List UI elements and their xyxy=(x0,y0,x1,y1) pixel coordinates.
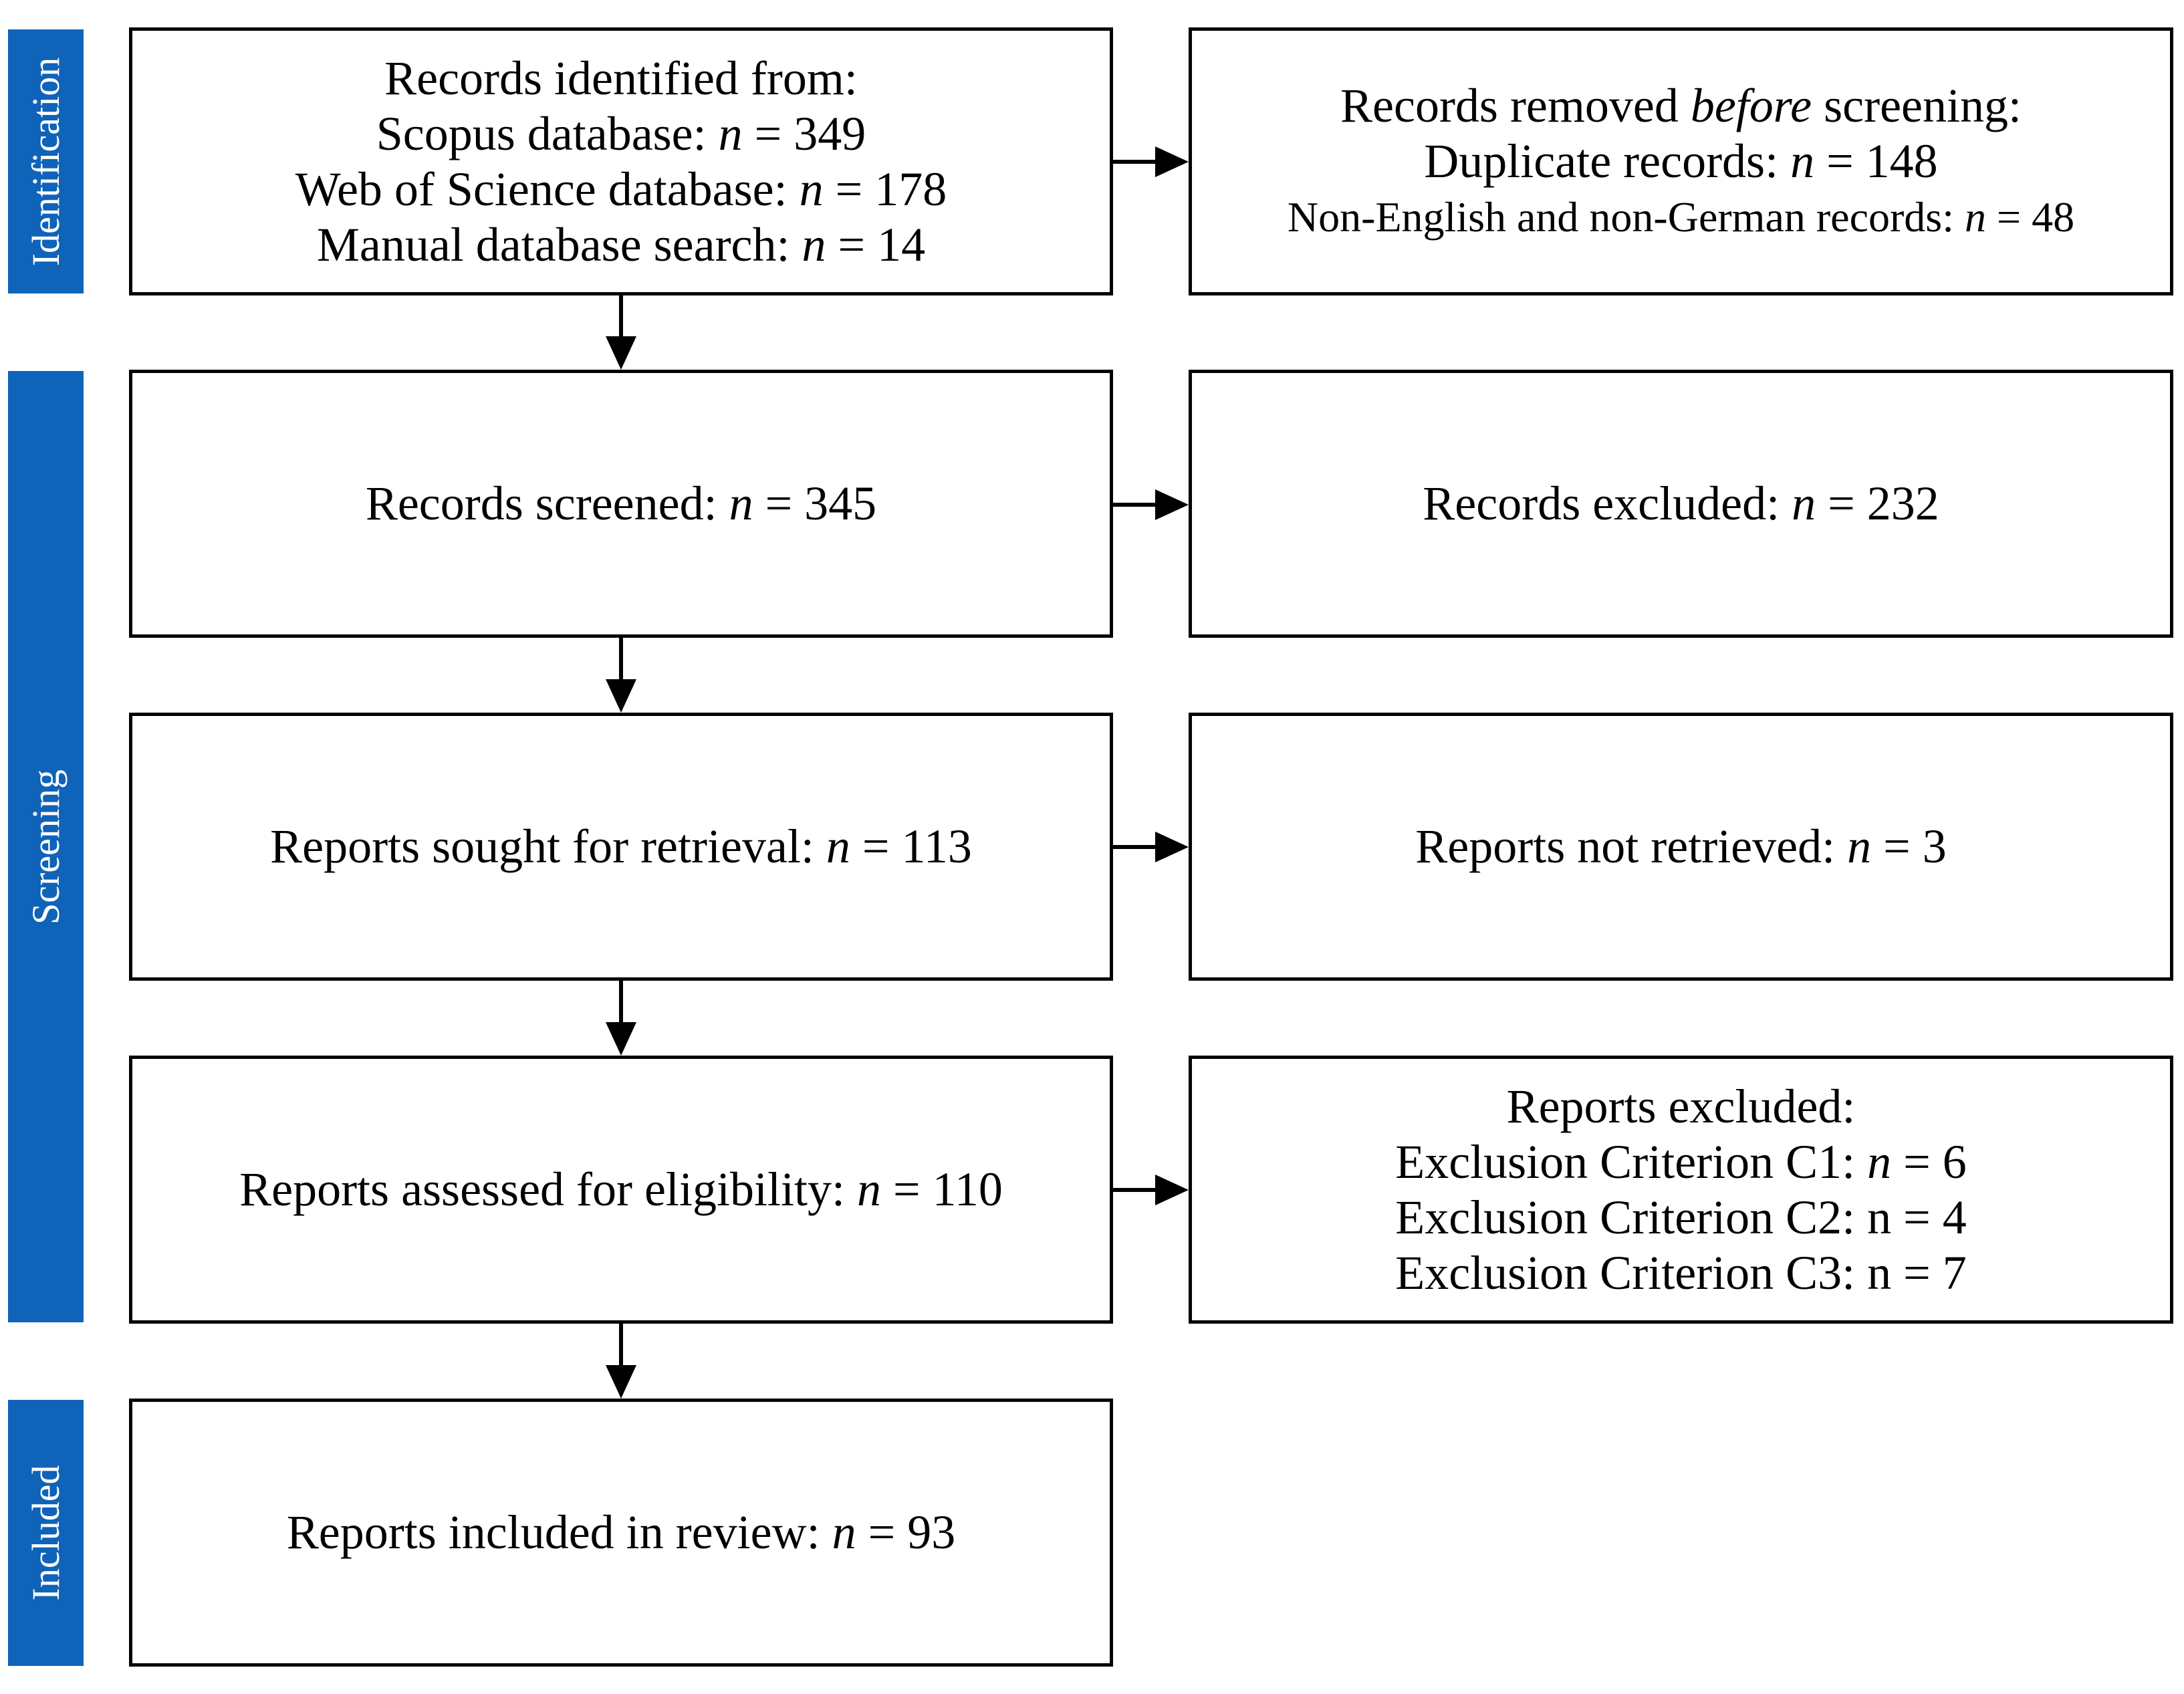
arrowhead-right-2 xyxy=(1155,489,1189,520)
removed-duplicates: Duplicate records: n = 148 xyxy=(1424,134,1938,188)
box-reports-assessed: Reports assessed for eligibility: n = 11… xyxy=(129,1056,1113,1324)
identified-wos: Web of Science database: n = 178 xyxy=(295,162,947,216)
exclusion-c1: Exclusion Criterion C1: n = 6 xyxy=(1395,1134,1967,1189)
box-reports-not-retrieved: Reports not retrieved: n = 3 xyxy=(1189,713,2173,981)
arrowhead-down-1 xyxy=(606,336,636,370)
exclusion-c3: Exclusion Criterion C3: n = 7 xyxy=(1395,1245,1967,1300)
arrowhead-down-3 xyxy=(606,1022,636,1056)
screened-text: Records screened: n = 345 xyxy=(365,477,877,530)
assessed-text: Reports assessed for eligibility: n = 11… xyxy=(239,1163,1003,1216)
identified-scopus: Scopus database: n = 349 xyxy=(376,106,866,160)
phase-label-included: Included xyxy=(23,1465,68,1601)
arrowhead-right-4 xyxy=(1155,1175,1189,1205)
identified-manual: Manual database search: n = 14 xyxy=(316,217,926,271)
box-records-excluded: Records excluded: n = 232 xyxy=(1189,370,2173,638)
arrowhead-down-2 xyxy=(606,679,636,713)
excluded-text: Records excluded: n = 232 xyxy=(1423,477,1939,530)
sought-text: Reports sought for retrieval: n = 113 xyxy=(270,820,972,873)
reports-excluded-heading: Reports excluded: xyxy=(1506,1079,1856,1133)
box-records-identified: Records identified from: Scopus database… xyxy=(129,27,1113,295)
not-retrieved-text: Reports not retrieved: n = 3 xyxy=(1415,820,1947,873)
included-text: Reports included in review: n = 93 xyxy=(286,1505,956,1559)
phase-label-identification: Identification xyxy=(23,57,68,266)
box-records-removed: Records removed before screening: Duplic… xyxy=(1189,27,2173,295)
phase-included: Included xyxy=(8,1400,84,1666)
phase-label-screening: Screening xyxy=(23,769,68,925)
arrowhead-right-3 xyxy=(1155,832,1189,862)
exclusion-c2: Exclusion Criterion C2: n = 4 xyxy=(1395,1190,1967,1244)
identified-heading: Records identified from: xyxy=(384,51,858,105)
box-reports-sought: Reports sought for retrieval: n = 113 xyxy=(129,713,1113,981)
phase-screening: Screening xyxy=(8,371,84,1322)
removed-language: Non-English and non-German records: n = … xyxy=(1287,193,2075,241)
arrowhead-down-4 xyxy=(606,1365,636,1399)
phase-identification: Identification xyxy=(8,29,84,293)
box-reports-included: Reports included in review: n = 93 xyxy=(129,1399,1113,1667)
removed-heading: Records removed before screening: xyxy=(1340,79,2022,132)
box-records-screened: Records screened: n = 345 xyxy=(129,370,1113,638)
box-reports-excluded: Reports excluded: Exclusion Criterion C1… xyxy=(1189,1056,2173,1324)
arrowhead-right-1 xyxy=(1155,146,1189,177)
